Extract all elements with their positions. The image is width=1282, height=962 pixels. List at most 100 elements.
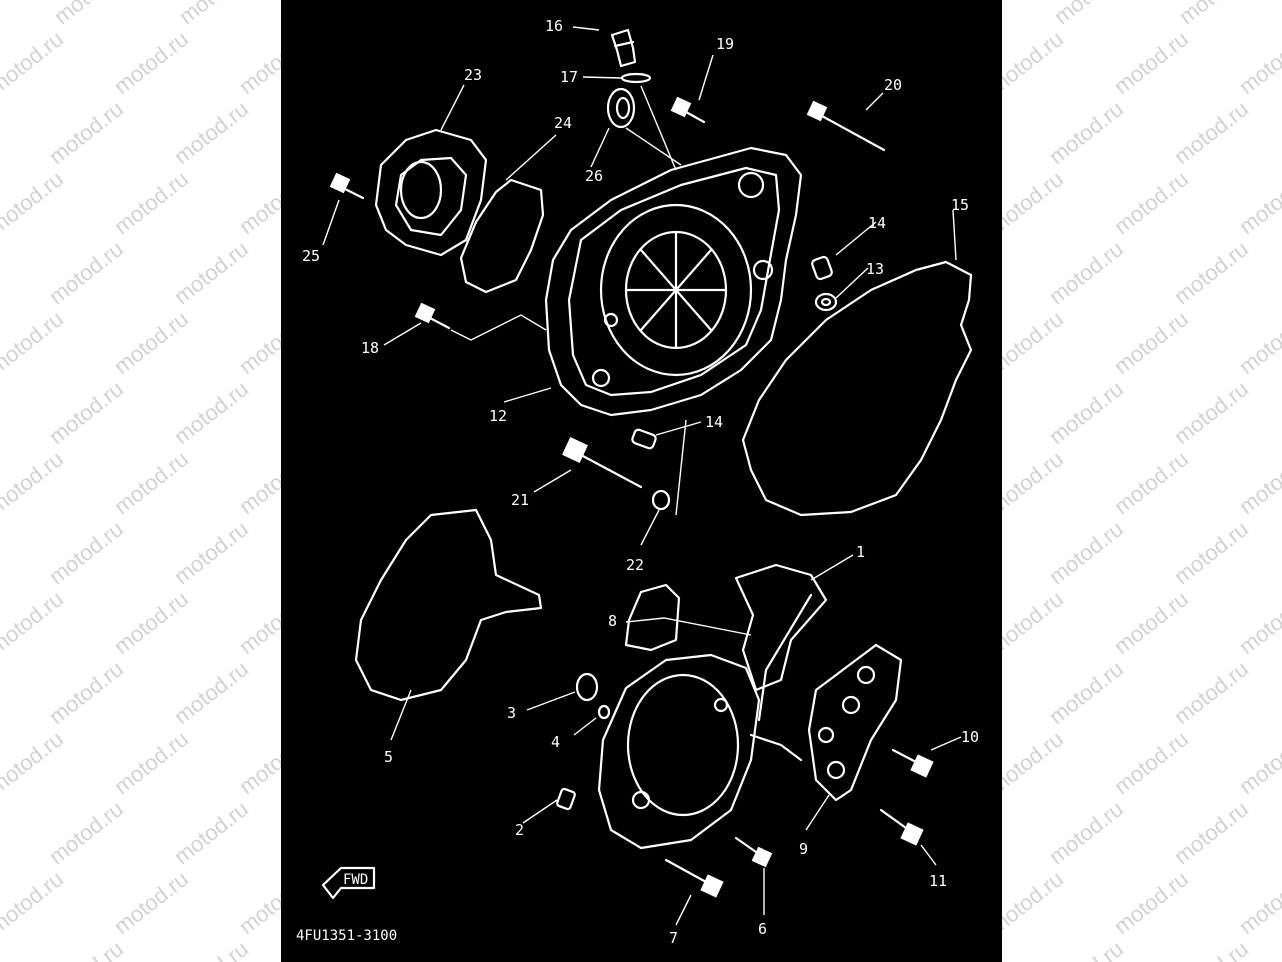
watermark-text: motod.ru: [44, 796, 128, 870]
part-20-long-bolt: [806, 100, 886, 152]
watermark-text: motod.ru: [1109, 26, 1193, 100]
watermark-text: motod.ru: [0, 726, 68, 800]
callout-16: 16: [545, 17, 563, 35]
watermark-text: motod.ru: [1109, 866, 1193, 940]
watermark-text: motod.ru: [1169, 656, 1253, 730]
watermark-text: motod.ru: [1234, 306, 1282, 380]
part-23-cover: [374, 128, 488, 257]
callout-17: 17: [560, 68, 578, 86]
part-19-bolt: [670, 96, 706, 124]
part-3-plug: [575, 672, 599, 702]
watermark-text: motod.ru: [44, 656, 128, 730]
callouts: 1 2 3 4 5 6 7 8 9 10 11 12 13 14 14 15 1…: [302, 17, 979, 947]
callout-22: 22: [626, 556, 644, 574]
callout-23: 23: [464, 66, 482, 84]
part-12-crankcase-cover: [544, 146, 803, 417]
part-22-clip: [651, 489, 671, 511]
watermark-text: motod.ru: [0, 866, 68, 940]
watermark-text: motod.ru: [109, 306, 193, 380]
watermark-text: motod.ru: [1234, 446, 1282, 520]
watermark-text: motod.ru: [0, 586, 68, 660]
callout-18: 18: [361, 339, 379, 357]
callout-19: 19: [716, 35, 734, 53]
callout-3: 3: [507, 704, 516, 722]
part-25-bolt: [329, 172, 365, 200]
part-21-long-bolt: [562, 437, 643, 489]
watermark-text: motod.ru: [169, 96, 253, 170]
callout-5: 5: [384, 748, 393, 766]
watermark-text: motod.ru: [1234, 586, 1282, 660]
watermark-text: motod.ru: [1174, 0, 1258, 30]
callout-11: 11: [929, 872, 947, 890]
watermark-text: motod.ru: [109, 726, 193, 800]
watermark-text: motod.ru: [109, 26, 193, 100]
part-8-plate: [624, 583, 681, 652]
callout-12: 12: [489, 407, 507, 425]
part-4-o-ring: [597, 704, 611, 720]
watermark-text: motod.ru: [169, 516, 253, 590]
watermark-text: motod.ru: [1234, 866, 1282, 940]
callout-1: 1: [856, 543, 865, 561]
part-11-bolt: [879, 808, 924, 846]
watermark-text: motod.ru: [1109, 586, 1193, 660]
callout-6: 6: [758, 920, 767, 938]
part-14-dowel-lower: [631, 428, 657, 450]
callout-13: 13: [866, 260, 884, 278]
watermark-text: motod.ru: [1044, 376, 1128, 450]
part-7-long-bolt: [664, 858, 724, 898]
watermark-text: motod.ru: [1169, 796, 1253, 870]
watermark-text: motod.ru: [44, 96, 128, 170]
watermark-text: motod.ru: [1109, 726, 1193, 800]
callout-20: 20: [884, 76, 902, 94]
part-9-plate: [807, 643, 903, 802]
watermark-text: motod.ru: [1044, 96, 1128, 170]
part-24-gasket: [459, 178, 545, 294]
part-18-bolt: [414, 302, 451, 330]
callout-15: 15: [951, 196, 969, 214]
parts-diagram-sheet: FWD 1 2 3 4 5 6 7 8 9 10 11 12 13 14 14 …: [281, 0, 1002, 962]
watermark-text: motod.ru: [0, 446, 68, 520]
watermark-text: motod.ru: [49, 0, 133, 30]
watermark-text: motod.ru: [44, 376, 128, 450]
watermark-text: motod.ru: [1234, 166, 1282, 240]
drawing-code: 4FU1351-3100: [296, 928, 397, 944]
watermark-text: motod.ru: [1169, 236, 1253, 310]
part-10-bolt: [891, 748, 934, 778]
watermark-text: motod.ru: [169, 656, 253, 730]
part-16-filler-plug: [610, 28, 637, 68]
watermark-text: motod.ru: [109, 166, 193, 240]
watermark-text: motod.ru: [1044, 656, 1128, 730]
watermark-text: motod.ru: [109, 446, 193, 520]
watermark-text: motod.ru: [0, 0, 8, 30]
fwd-label: FWD: [343, 872, 368, 888]
leader-lines: [322, 26, 962, 926]
callout-14-upper: 14: [868, 214, 886, 232]
callout-21: 21: [511, 491, 529, 509]
watermark-text: motod.ru: [1234, 726, 1282, 800]
watermark-text: motod.ru: [1044, 936, 1128, 962]
watermark-text: motod.ru: [1109, 446, 1193, 520]
watermark-text: motod.ru: [174, 0, 258, 30]
callout-24: 24: [554, 114, 572, 132]
part-2-dowel: [556, 787, 576, 811]
watermark-text: motod.ru: [169, 936, 253, 962]
watermark-text: motod.ru: [1169, 96, 1253, 170]
part-5-gasket: [354, 508, 543, 702]
watermark-text: motod.ru: [1169, 376, 1253, 450]
watermark-text: motod.ru: [44, 236, 128, 310]
callout-4: 4: [551, 733, 560, 751]
watermark-text: motod.ru: [0, 166, 68, 240]
watermark-text: motod.ru: [1049, 0, 1133, 30]
watermark-text: motod.ru: [109, 866, 193, 940]
watermark-text: motod.ru: [109, 586, 193, 660]
watermark-text: motod.ru: [1109, 306, 1193, 380]
part-13-washer: [814, 292, 838, 312]
watermark-text: motod.ru: [1044, 796, 1128, 870]
watermark-text: motod.ru: [0, 306, 68, 380]
watermark-text: motod.ru: [44, 516, 128, 590]
callout-2: 2: [515, 821, 524, 839]
watermark-text: motod.ru: [1109, 166, 1193, 240]
watermark-text: motod.ru: [44, 936, 128, 962]
watermark-text: motod.ru: [1044, 236, 1128, 310]
callout-10: 10: [961, 728, 979, 746]
